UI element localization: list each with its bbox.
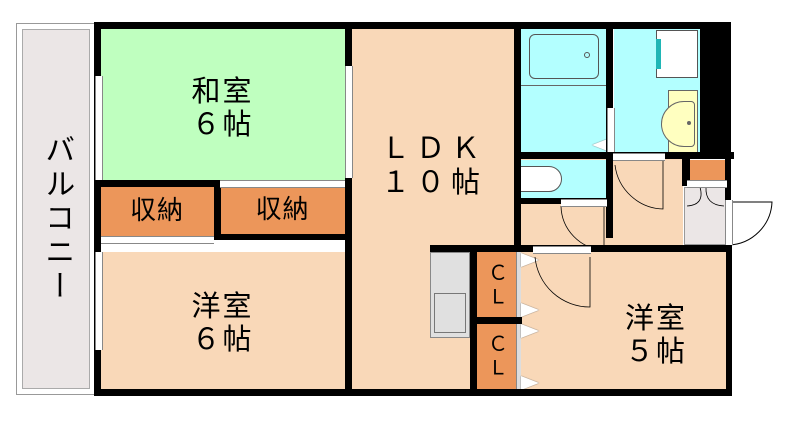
room-size: ６帖	[191, 107, 254, 141]
room-youshitsu-5[interactable]: 洋室 ５帖	[521, 252, 727, 390]
washbasin-icon	[661, 90, 698, 154]
room-name: 洋室	[191, 288, 254, 323]
closet-top[interactable]: ＣＬ	[476, 252, 516, 319]
bath-door-icon	[592, 138, 610, 152]
door-opening	[613, 153, 665, 161]
room-size: ６帖	[191, 322, 254, 356]
wall	[470, 317, 522, 324]
wall	[725, 152, 731, 200]
room-size: ５帖	[624, 334, 687, 368]
door-opening	[607, 108, 615, 152]
closet-bottom[interactable]: ＣＬ	[476, 324, 516, 390]
closet-door-icon	[521, 324, 539, 338]
room-washitsu[interactable]: 和室 ６帖	[100, 28, 345, 180]
shoe-cabinet	[687, 160, 727, 180]
room-name: 和室	[191, 73, 254, 108]
room-size: １０帖	[380, 164, 486, 199]
storage-label: 収納	[129, 195, 184, 226]
wall	[514, 22, 521, 252]
room-youshitsu-6[interactable]: 洋室 ６帖	[100, 252, 345, 390]
closet-door-icon	[521, 376, 539, 390]
door-opening	[687, 180, 727, 188]
toilet-icon	[520, 166, 562, 192]
washroom[interactable]	[614, 28, 700, 154]
entrance-opening	[725, 200, 733, 245]
entrance[interactable]	[684, 187, 727, 245]
wall	[94, 22, 101, 396]
wall	[214, 234, 345, 240]
door-opening	[533, 246, 591, 254]
closet-door-icon	[521, 303, 539, 317]
bathtub-icon	[529, 34, 599, 79]
door-opening	[561, 199, 607, 207]
sliding-door	[220, 180, 345, 188]
storage-label: 収納	[255, 194, 310, 225]
storage-left[interactable]: 収納	[100, 186, 214, 237]
sliding-door	[101, 236, 214, 244]
room-name: ＬＤＫ	[380, 131, 486, 166]
room-name: 洋室	[624, 300, 687, 335]
entrance-door-icon[interactable]	[727, 200, 787, 260]
wall	[682, 152, 690, 186]
kitchen-sink-icon	[434, 293, 466, 333]
wall	[700, 22, 731, 158]
wall	[94, 389, 730, 396]
balcony-label: バルコニー	[39, 134, 75, 304]
wall	[726, 245, 732, 396]
storage-right[interactable]: 収納	[220, 186, 345, 235]
bathroom[interactable]	[520, 28, 608, 154]
closet-label: ＣＬ	[484, 261, 509, 310]
sliding-door	[345, 66, 353, 178]
closet-door-icon	[521, 253, 539, 267]
kitchen-counter	[430, 252, 470, 338]
window	[95, 76, 103, 180]
toilet-room[interactable]	[520, 160, 608, 202]
wall	[214, 180, 221, 240]
window	[95, 252, 103, 350]
balcony: バルコニー	[16, 23, 96, 395]
wall	[94, 22, 730, 29]
closet-label: ＣＬ	[484, 333, 509, 381]
washing-machine-icon	[656, 30, 698, 78]
wall	[94, 180, 218, 187]
wall	[345, 22, 352, 396]
